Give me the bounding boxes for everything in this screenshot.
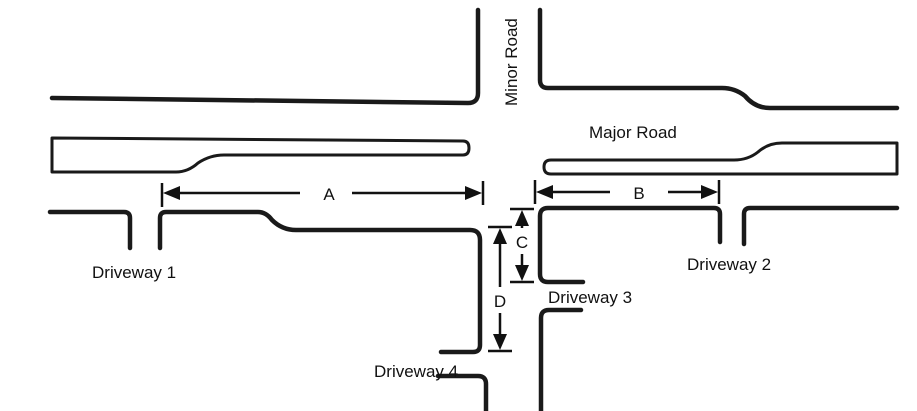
dimension-b-arrow-right [701,185,718,199]
dimension-a-arrow-left [163,186,180,200]
driveway-3-label: Driveway 3 [548,288,632,307]
driveway-2-label: Driveway 2 [687,255,771,274]
dimension-a-label: A [323,185,335,204]
driveway-4-label: Driveway 4 [374,362,458,381]
driveway-3-edge [538,307,584,411]
south-edge-west-segment [47,209,133,251]
dimension-d-arrow-top [493,228,507,244]
minor-road-label: Minor Road [502,18,521,106]
dimension-d-label: D [494,292,506,311]
dimension-c-arrow-bottom [515,265,529,281]
dimension-c-arrow-top [515,210,529,226]
major-road-north-edge-east [537,7,900,111]
dimension-a-arrow-right [465,186,482,200]
driveway-4-west-edge [435,373,489,411]
median-west [50,136,471,174]
dimension-d-arrow-bottom [493,334,507,350]
dimension-b-label: B [633,184,644,203]
driveway-2-east-edge [741,205,900,247]
major-road-north-edge-west [49,7,481,106]
major-road-label: Major Road [589,123,677,142]
dimension-c-label: C [516,233,528,252]
south-edge-east-segment [537,205,723,285]
median-east [542,141,899,176]
dimension-b-arrow-left [536,185,553,199]
driveway-1-label: Driveway 1 [92,263,176,282]
driveway-1-east-edge [157,209,483,355]
